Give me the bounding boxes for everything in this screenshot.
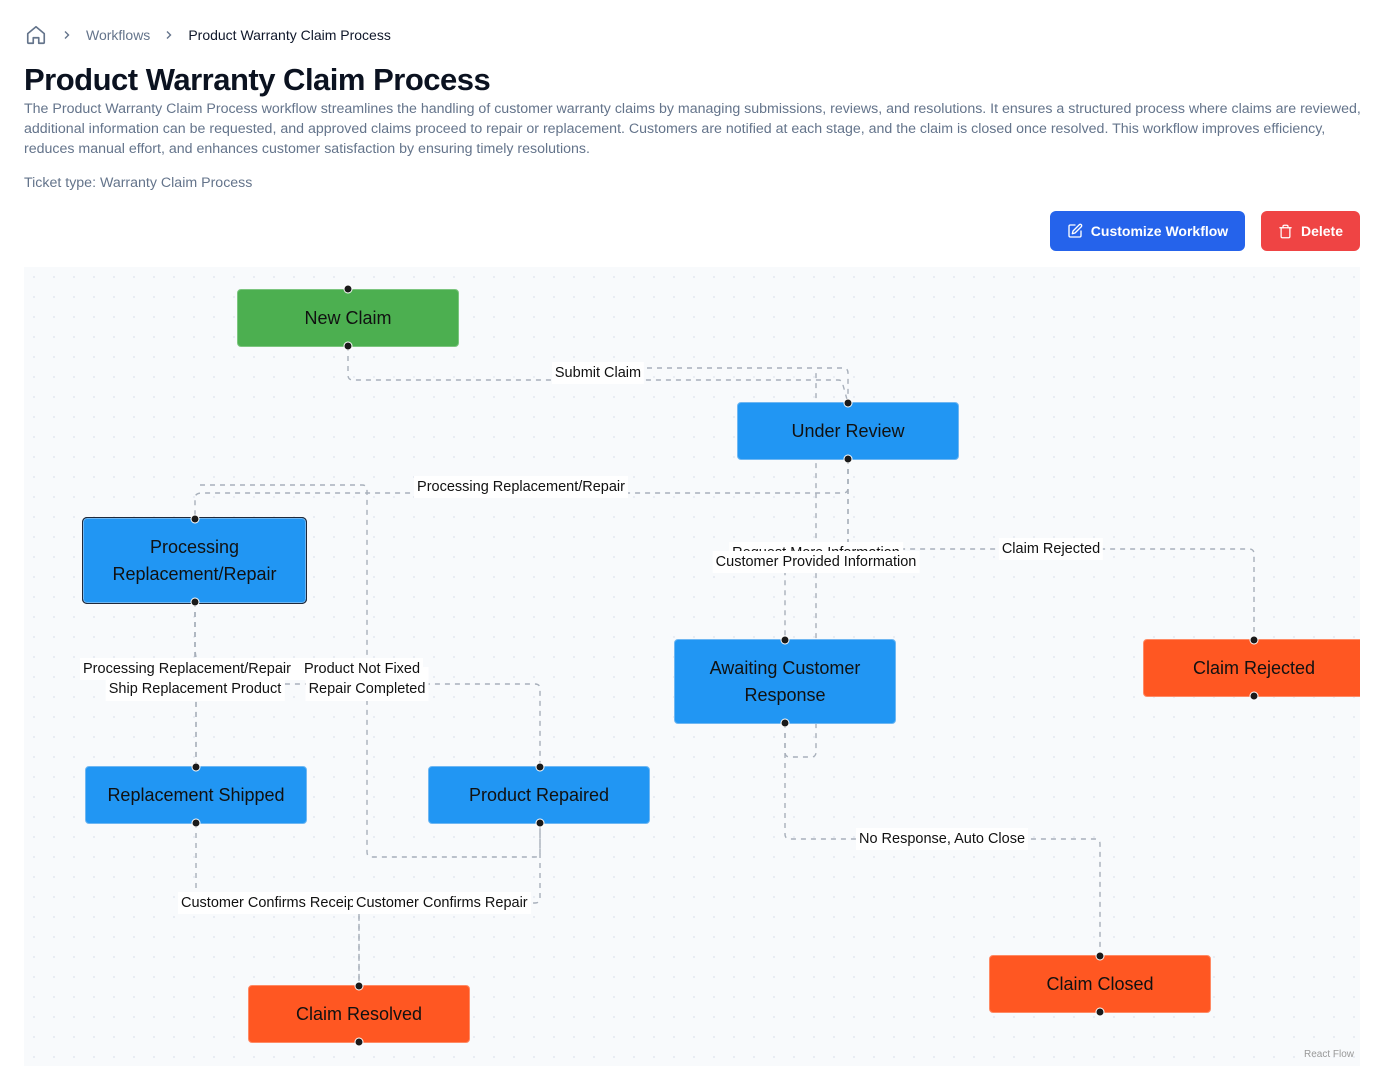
node-handle-target[interactable]: [354, 981, 364, 991]
breadcrumb: Workflows Product Warranty Claim Process: [24, 22, 391, 48]
workflow-canvas[interactable]: Submit Claim Processing Replacement/Repa…: [24, 267, 1360, 1066]
edge-label-product-not-fixed[interactable]: Product Not Fixed: [301, 658, 424, 680]
node-label: Under Review: [791, 420, 905, 441]
workflow-description: The Product Warranty Claim Process workf…: [24, 101, 1361, 157]
node-product-repaired[interactable]: Product Repaired: [428, 766, 650, 824]
react-flow-attribution[interactable]: React Flow: [1303, 1049, 1354, 1060]
edge-label-processing-left[interactable]: Processing Replacement/Repair: [80, 658, 301, 680]
node-handle-target[interactable]: [191, 762, 201, 772]
node-handle-source[interactable]: [191, 818, 201, 828]
node-replacement-shipped[interactable]: Replacement Shipped: [85, 766, 307, 824]
node-label: Claim Resolved: [295, 1003, 423, 1024]
ticket-type: Ticket type: Warranty Claim Process: [24, 175, 253, 191]
node-handle-source[interactable]: [843, 454, 853, 464]
breadcrumb-workflows-link[interactable]: Workflows: [86, 27, 151, 43]
edge-submit-claim-alt[interactable]: [617, 367, 849, 403]
node-under-review[interactable]: Under Review: [737, 402, 959, 460]
node-claim-closed[interactable]: Claim Closed: [989, 955, 1211, 1013]
node-claim-rejected[interactable]: Claim Rejected: [1143, 639, 1360, 697]
delete-button[interactable]: Delete: [1261, 211, 1360, 251]
customize-workflow-button[interactable]: Customize Workflow: [1050, 211, 1245, 251]
chevron-right-icon: [164, 30, 174, 40]
node-handle-target[interactable]: [1249, 635, 1259, 645]
node-label: New Claim: [304, 307, 392, 328]
node-label: Replacement Shipped: [107, 784, 285, 805]
node-claim-resolved[interactable]: Claim Resolved: [248, 985, 470, 1043]
breadcrumb-current: Product Warranty Claim Process: [188, 27, 391, 43]
node-awaiting-customer-response[interactable]: Awaiting Customer Response: [674, 639, 896, 724]
edit-icon: [1067, 223, 1083, 239]
delete-label: Delete: [1300, 223, 1344, 239]
node-handle-target[interactable]: [780, 635, 790, 645]
node-handle-target[interactable]: [1095, 951, 1105, 961]
node-handle-source[interactable]: [190, 597, 200, 607]
node-handle-source[interactable]: [535, 818, 545, 828]
customize-workflow-label: Customize Workflow: [1090, 223, 1229, 239]
chevron-right-icon: [62, 30, 72, 40]
node-label: Awaiting Customer Response: [709, 657, 861, 705]
node-handle-source[interactable]: [354, 1037, 364, 1047]
edge-label-customer-provided-info[interactable]: Customer Provided Information: [712, 551, 920, 573]
edge-label-submit-claim[interactable]: Submit Claim: [551, 362, 645, 384]
node-handle-target[interactable]: [535, 762, 545, 772]
page-title: Product Warranty Claim Process: [24, 62, 491, 97]
node-handle-source[interactable]: [780, 718, 790, 728]
node-handle-target[interactable]: [343, 284, 353, 294]
edge-submit-claim[interactable]: [347, 346, 849, 404]
home-icon[interactable]: [24, 23, 48, 47]
edge-label-claim-rejected[interactable]: Claim Rejected: [998, 538, 1104, 560]
node-handle-source[interactable]: [1095, 1007, 1105, 1017]
node-processing-replacement-repair[interactable]: Processing Replacement/Repair: [82, 517, 307, 604]
node-handle-target[interactable]: [843, 398, 853, 408]
node-handle-target[interactable]: [190, 514, 200, 524]
edge-label-processing-top[interactable]: Processing Replacement/Repair: [414, 476, 628, 498]
node-handle-source[interactable]: [1249, 691, 1259, 701]
edge-label-customer-confirms-repair[interactable]: Customer Confirms Repair: [353, 892, 531, 914]
edge-label-customer-confirms-receipt[interactable]: Customer Confirms Receipt: [178, 892, 355, 914]
node-label: Processing Replacement/Repair: [112, 536, 277, 584]
node-new-claim[interactable]: New Claim: [237, 289, 459, 347]
node-label: Claim Rejected: [1192, 657, 1316, 678]
node-handle-source[interactable]: [343, 341, 353, 351]
node-label: Product Repaired: [468, 784, 610, 805]
node-label: Claim Closed: [1046, 973, 1154, 994]
edge-label-no-response[interactable]: No Response, Auto Close: [855, 828, 1029, 850]
trash-icon: [1278, 224, 1293, 239]
